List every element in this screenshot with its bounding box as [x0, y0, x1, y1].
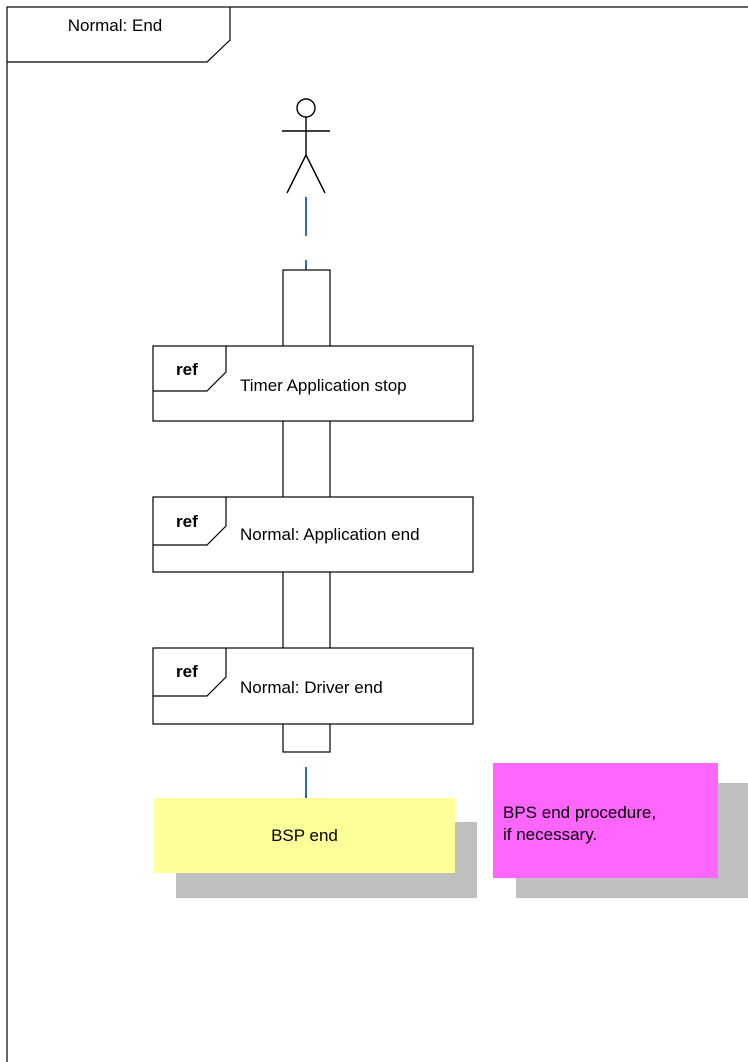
- ref-title-2: Normal: Application end: [240, 525, 420, 544]
- bsp-end-label: BSP end: [271, 826, 338, 845]
- ref-tag-1: ref: [176, 360, 198, 379]
- diagram-frame: [6, 6, 748, 1062]
- ref-title-1: Timer Application stop: [240, 376, 407, 395]
- note-box: [493, 763, 718, 878]
- ref-box-2: [152, 496, 474, 573]
- frame-title-pentagon: [7, 7, 231, 63]
- ref-box-3: [152, 647, 474, 725]
- ref-title-3: Normal: Driver end: [240, 678, 383, 697]
- bsp-end-box: [154, 798, 455, 873]
- note-line-1: BPS end procedure,: [503, 803, 657, 822]
- frame-title: Normal: End: [67, 16, 163, 35]
- note-line-2: if necessary.: [503, 825, 598, 844]
- ref-tag-2: ref: [176, 512, 198, 531]
- ref-box-1: [152, 345, 474, 422]
- actor-icon: [282, 98, 330, 194]
- ref-tag-3: ref: [176, 662, 198, 681]
